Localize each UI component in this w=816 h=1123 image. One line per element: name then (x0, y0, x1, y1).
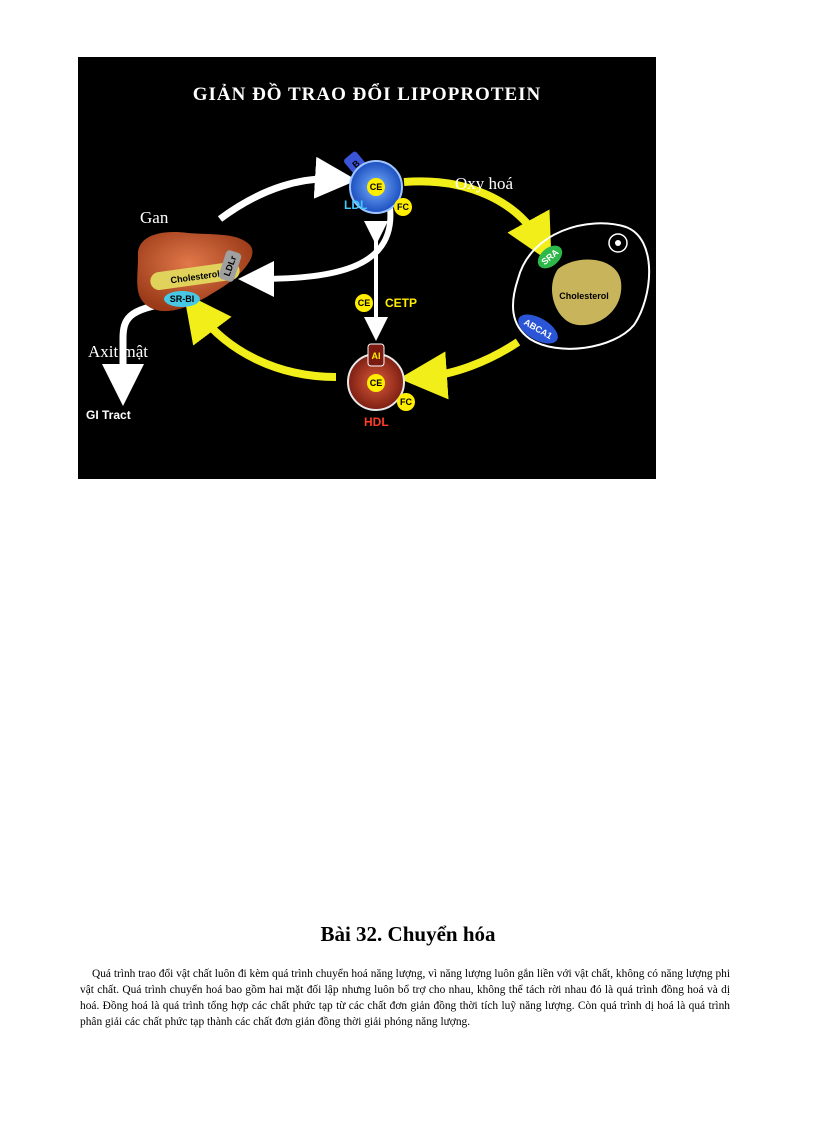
lipoprotein-diagram: GIẢN ĐỒ TRAO ĐỔI LIPOPROTEIN Cholesterol… (78, 57, 656, 479)
hdl-fc-label: FC (400, 397, 412, 407)
ldl-to-liver-arrow (256, 207, 390, 279)
lesson-paragraph: Quá trình trao đổi vật chất luôn đi kèm … (80, 966, 730, 1030)
hdl-label: HDL (364, 415, 389, 429)
gan-label: Gan (140, 208, 169, 227)
ldl-fc-label: FC (397, 202, 409, 212)
apo-ai-label: AI (372, 351, 381, 361)
liver-to-ldl-arrow (220, 179, 336, 219)
cetp-label: CETP (385, 296, 417, 310)
ldl-ce-label: CE (370, 182, 383, 192)
mid-ce-label: CE (358, 298, 371, 308)
peripheral-cell: Cholesterol SRA ABCA1 (513, 223, 649, 349)
cell-to-hdl-arrow (423, 342, 518, 377)
ldl-label: LDL (344, 198, 367, 212)
diagram-title: GIẢN ĐỒ TRAO ĐỔI LIPOPROTEIN (193, 83, 542, 105)
cell-cholesterol-label: Cholesterol (559, 291, 609, 301)
gi-tract-label: GI Tract (86, 408, 131, 422)
axit-mat-label: Axit mật (88, 342, 148, 361)
hdl-to-liver-arrow (198, 312, 336, 377)
lesson-title: Bài 32. Chuyển hóa (0, 922, 816, 947)
oxy-hoa-label: Oxy hoá (455, 174, 514, 193)
hdl-particle: AI CE FC (348, 344, 415, 411)
sr-bi-label: SR-BI (170, 294, 195, 304)
liver-shape: Cholesterol LDLr SR-BI (137, 232, 252, 311)
hdl-ce-label: CE (370, 378, 383, 388)
